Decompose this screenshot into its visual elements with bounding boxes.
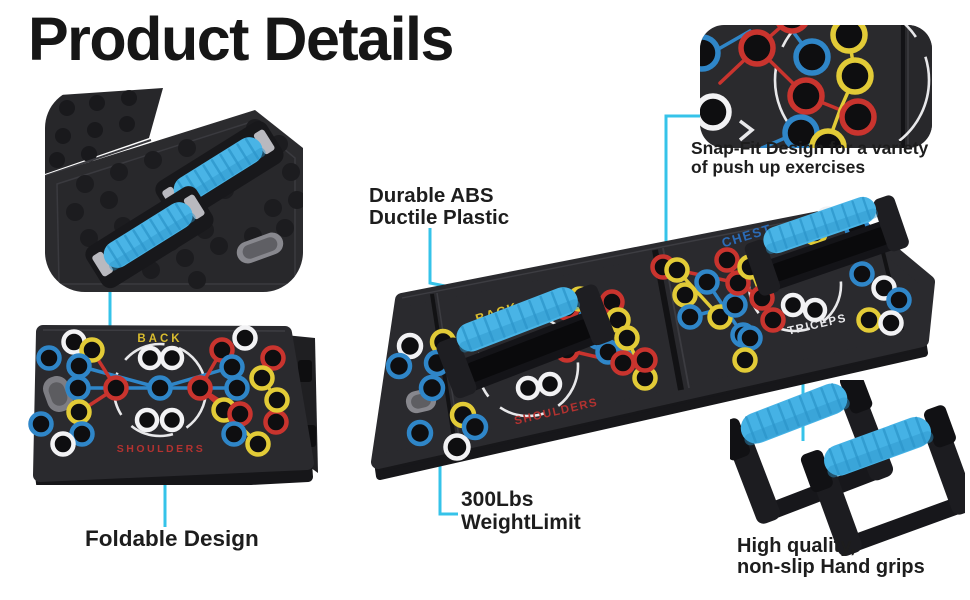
weight-limit-label: 300Lbs WeightLimit — [461, 488, 581, 534]
exercise-hole-rings — [28, 325, 290, 457]
hand-grips-label: High quality, non-slip Hand grips — [737, 536, 925, 578]
hand-grips-line2: non-slip Hand grips — [737, 556, 925, 578]
exercise-hole-rings — [700, 25, 877, 148]
folded-board-flap — [45, 88, 163, 177]
hand-grips-photo — [730, 380, 965, 556]
folded-board-tray — [45, 110, 303, 292]
weight-limit-line2: WeightLimit — [461, 511, 581, 534]
main-board-photo: BACK SHOULDERS CHEST TRICEPS — [371, 195, 935, 480]
snap-fit-label: Snap-Fit Design for a variety of push up… — [691, 139, 928, 177]
push-up-handle-right — [744, 195, 909, 296]
durable-abs-line2: Ductile Plastic — [369, 206, 510, 229]
carry-slot — [43, 376, 73, 412]
snap-fit-line1: Snap-Fit Design for a variety — [691, 138, 929, 158]
exercise-hole-rings — [385, 206, 912, 461]
flat-board-photo: BACK SHOULDERS — [28, 325, 318, 485]
flat-board-back-label: BACK — [137, 333, 182, 345]
hand-grip-stand — [800, 405, 965, 556]
durable-abs-line1: Durable ABS — [369, 184, 494, 207]
closeup-board-photo — [700, 25, 932, 148]
folded-board-photo — [45, 88, 303, 292]
flat-board-shoulders-label: SHOULDERS — [117, 443, 205, 455]
durable-abs-label: Durable ABS Ductile Plastic — [369, 185, 509, 229]
page-title: Product Details — [28, 5, 454, 73]
foldable-design-label: Foldable Design — [85, 526, 259, 551]
carry-slot — [236, 232, 284, 264]
hand-grips-line1: High quality, — [737, 535, 856, 557]
weight-limit-line1: 300Lbs — [461, 488, 534, 511]
stored-handle — [85, 186, 214, 289]
push-up-handle-left — [436, 284, 615, 399]
snap-fit-line2: of push up exercises — [691, 157, 866, 177]
